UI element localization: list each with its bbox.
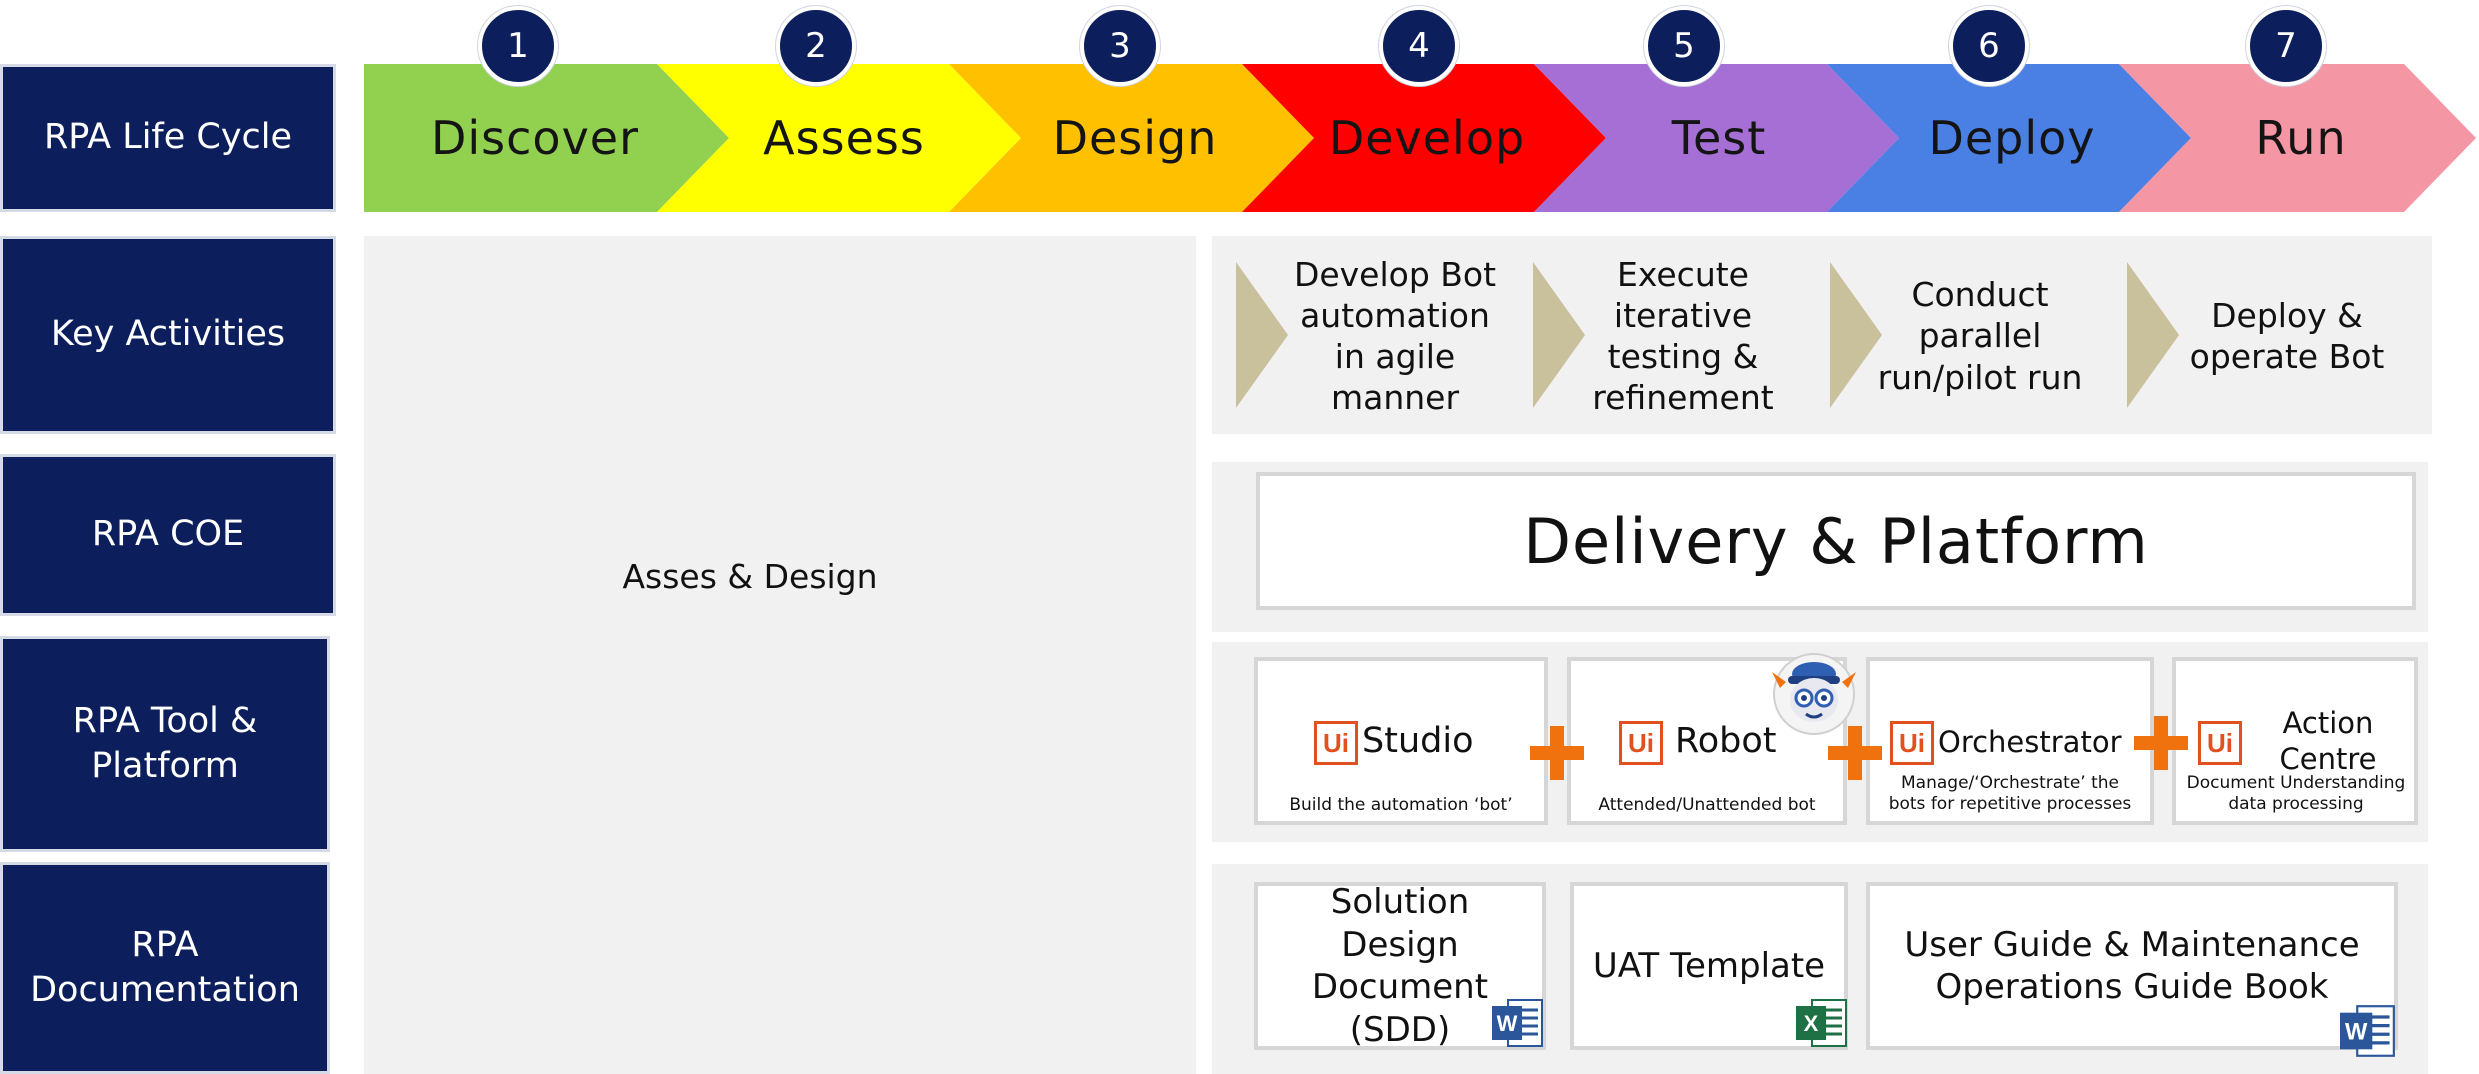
stage-label-run: Run (2255, 111, 2347, 165)
tool-desc-studio: Build the automation ‘bot’ (1289, 795, 1513, 815)
doc-card-user-guide: User Guide & Maintenance Operations Guid… (1866, 882, 2398, 1050)
stage-label-develop: Develop (1328, 111, 1526, 165)
word-icon: W (2340, 1005, 2395, 1057)
svg-text:W: W (2345, 1020, 2368, 1046)
delivery-platform-box: Delivery & Platform (1256, 472, 2416, 610)
activity-arrow-icon (2127, 262, 2179, 408)
tool-name-robot: Robot (1675, 721, 1777, 761)
lifecycle-chevron-bar (364, 64, 2476, 212)
activity-arrow-icon (1830, 262, 1882, 408)
tool-card-orchestrator: Ui Orchestrator Manage/‘Orchestrate’ the… (1866, 657, 2154, 825)
tool-name-action-centre: Action Centre (2279, 706, 2377, 777)
tool-card-action-centre: Ui Action Centre Document Understanding … (2172, 657, 2418, 825)
stage-number-2: 2 (776, 6, 856, 86)
activity-parallel-run: Conduct parallel run/pilot run (1877, 275, 2083, 397)
activity-deploy-operate: Deploy & operate Bot (2189, 295, 2385, 376)
tool-desc-robot: Attended/Unattended bot (1598, 795, 1816, 815)
stage-number-5: 5 (1644, 6, 1724, 86)
row-label-life-cycle: RPA Life Cycle (0, 64, 336, 212)
row-label-tool-platform: RPA Tool & Platform (0, 636, 330, 852)
activity-develop-bot: Develop Bot automation in agile manner (1293, 254, 1497, 418)
doc-label-sdd: Solution Design Document (SDD) (1311, 882, 1489, 1050)
stage-chevron-assess (657, 64, 1021, 212)
doc-label-user-guide: User Guide & Maintenance Operations Guid… (1904, 924, 2360, 1008)
tool-name-studio: Studio (1362, 721, 1474, 761)
stage-chevron-deploy (1827, 64, 2191, 212)
assess-design-label: Asses & Design (622, 557, 878, 596)
key-activities-panel (1212, 236, 2432, 434)
row-label-key-activities: Key Activities (0, 236, 336, 434)
uipath-logo-icon: Ui (1890, 721, 1934, 765)
uipath-logo-icon: Ui (1314, 721, 1358, 765)
stage-chevron-test (1534, 64, 1899, 212)
stage-label-deploy: Deploy (1928, 111, 2096, 165)
stage-number-6: 6 (1949, 6, 2029, 86)
doc-card-sdd: Solution Design Document (SDD) (1254, 882, 1546, 1050)
excel-icon: X (1796, 999, 1847, 1047)
tool-desc-action-centre: Document Understanding data processing (2186, 773, 2406, 815)
assess-design-panel (364, 236, 1196, 1074)
stage-label-discover: Discover (430, 111, 640, 165)
stage-chevron-run (2119, 64, 2476, 212)
activity-arrow-icon (1533, 262, 1585, 408)
stage-number-7: 7 (2246, 6, 2326, 86)
stage-chevron-develop (1242, 64, 1606, 212)
uipath-logo-icon: Ui (2198, 721, 2242, 765)
tool-card-studio: Ui Studio Build the automation ‘bot’ (1254, 657, 1548, 825)
plus-icon (2134, 716, 2188, 770)
tool-name-orchestrator: Orchestrator (1938, 725, 2122, 759)
stage-chevron-discover (364, 64, 729, 212)
svg-text:X: X (1804, 1011, 1819, 1036)
plus-icon (1828, 726, 1882, 780)
stage-number-4: 4 (1379, 6, 1459, 86)
row-label-coe: RPA COE (0, 454, 336, 616)
stage-number-1: 1 (478, 6, 558, 86)
word-icon: W (1492, 999, 1543, 1047)
tool-desc-orchestrator: Manage/‘Orchestrate’ the bots for repeti… (1888, 773, 2132, 815)
stage-number-3: 3 (1080, 6, 1160, 86)
uipath-logo-icon: Ui (1619, 721, 1663, 765)
plus-icon (1530, 726, 1584, 780)
row-label-documentation: RPA Documentation (0, 862, 330, 1074)
stage-label-assess: Assess (763, 111, 925, 165)
robot-mascot-icon (1772, 653, 1856, 735)
stage-label-test: Test (1671, 111, 1767, 165)
stage-label-design: Design (1052, 111, 1218, 165)
activity-arrow-icon (1236, 262, 1288, 408)
stage-chevron-design (949, 64, 1314, 212)
doc-label-uat: UAT Template (1592, 945, 1826, 986)
activity-execute-testing: Execute iterative testing & refinement (1592, 254, 1774, 418)
svg-text:W: W (1497, 1011, 1518, 1036)
